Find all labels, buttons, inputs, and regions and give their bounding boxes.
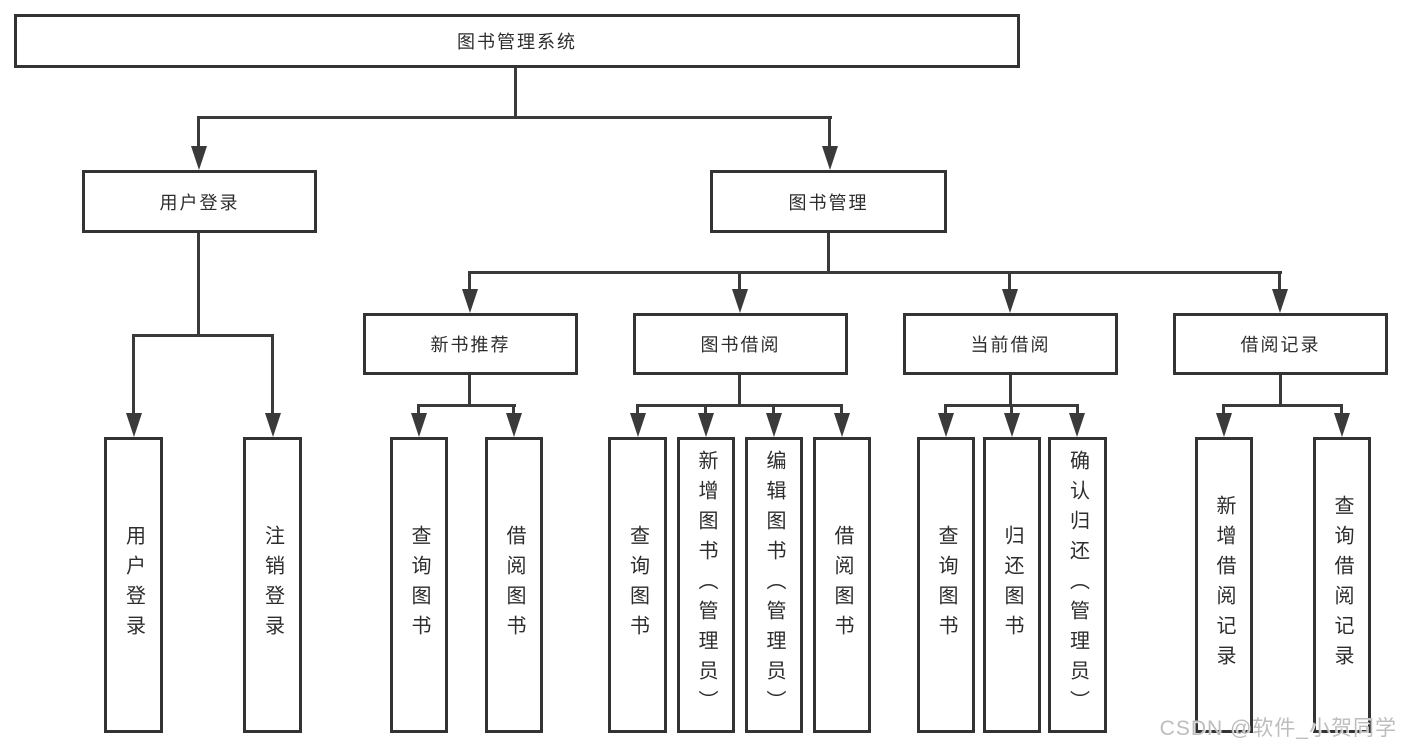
arrow-down-icon (265, 413, 281, 437)
connector-line (1222, 404, 1225, 415)
leaf-add-borrow-record: 新增借阅记录 (1195, 437, 1253, 733)
leaf-label: 查询图书 (408, 525, 430, 645)
connector-line (468, 271, 471, 291)
arrow-down-icon (506, 413, 522, 437)
arrow-down-icon (766, 413, 782, 437)
connector-line (772, 404, 775, 415)
connector-line (468, 271, 1282, 274)
arrow-down-icon (411, 413, 427, 437)
connector-line (417, 404, 516, 407)
leaf-label: 查询图书 (935, 525, 957, 645)
connector-line (828, 116, 831, 147)
node-book-management: 图书管理 (710, 170, 947, 233)
arrow-down-icon (822, 146, 838, 170)
node-label: 当前借阅 (970, 335, 1051, 355)
node-library-management-system: 图书管理系统 (14, 14, 1020, 68)
arrow-down-icon (630, 413, 646, 437)
arrow-down-icon (1272, 289, 1288, 313)
connector-line (514, 68, 517, 118)
arrow-down-icon (938, 413, 954, 437)
leaf-label: 编辑图书（管理员） (763, 450, 785, 720)
arrow-down-icon (1334, 413, 1350, 437)
leaf-label: 查询借阅记录 (1331, 495, 1353, 675)
connector-line (636, 404, 843, 407)
node-label: 图书借阅 (700, 335, 781, 355)
leaf-edit-book-admin: 编辑图书（管理员） (745, 437, 803, 733)
connector-line (132, 334, 135, 414)
connector-line (1340, 404, 1343, 415)
connector-line (738, 271, 741, 291)
node-current-borrowing: 当前借阅 (903, 313, 1118, 375)
node-borrow-records: 借阅记录 (1173, 313, 1388, 375)
connector-line (271, 334, 274, 414)
connector-line (512, 404, 515, 415)
arrow-down-icon (191, 146, 207, 170)
watermark: CSDN @软件_小贺同学 (1159, 717, 1397, 740)
leaf-query-books: 查询图书 (608, 437, 667, 733)
connector-line (468, 375, 471, 406)
arrow-down-icon (1216, 413, 1232, 437)
leaf-query-borrow-record: 查询借阅记录 (1313, 437, 1371, 733)
connector-line (636, 404, 639, 415)
connector-line (197, 116, 200, 147)
node-user-login: 用户登录 (82, 170, 317, 233)
connector-line (417, 404, 420, 415)
connector-line (1008, 271, 1011, 291)
leaf-label: 用户登录 (122, 525, 145, 645)
leaf-user-login: 用户登录 (104, 437, 163, 733)
arrow-down-icon (462, 289, 478, 313)
leaf-label: 新增图书（管理员） (695, 450, 717, 720)
connector-line (827, 233, 830, 273)
leaf-add-book-admin: 新增图书（管理员） (677, 437, 735, 733)
connector-line (840, 404, 843, 415)
arrow-down-icon (1002, 289, 1018, 313)
arrow-down-icon (1069, 413, 1085, 437)
connector-line (704, 404, 707, 415)
leaf-query-books: 查询图书 (390, 437, 448, 733)
connector-line (944, 404, 947, 415)
connector-line (1009, 375, 1012, 406)
node-book-borrowing: 图书借阅 (633, 313, 848, 375)
connector-line (197, 116, 832, 119)
connector-line (1222, 404, 1343, 407)
leaf-borrow-books: 借阅图书 (485, 437, 543, 733)
leaf-borrow-books: 借阅图书 (813, 437, 871, 733)
leaf-label: 借阅图书 (503, 525, 525, 645)
connector-line (132, 334, 274, 337)
node-label: 图书管理 (788, 192, 869, 213)
leaf-return-books: 归还图书 (983, 437, 1041, 733)
arrow-down-icon (1004, 413, 1020, 437)
arrow-down-icon (126, 413, 142, 437)
node-label: 用户登录 (159, 192, 240, 213)
leaf-label: 新增借阅记录 (1213, 495, 1235, 675)
arrow-down-icon (834, 413, 850, 437)
leaf-query-books: 查询图书 (917, 437, 975, 733)
connector-line (197, 233, 200, 336)
connector-line (738, 375, 741, 406)
node-label: 图书管理系统 (457, 32, 577, 52)
arrow-down-icon (698, 413, 714, 437)
connector-line (1278, 271, 1281, 291)
node-new-book-recommend: 新书推荐 (363, 313, 578, 375)
leaf-label: 借阅图书 (831, 525, 853, 645)
leaf-label: 查询图书 (626, 525, 649, 645)
connector-line (1010, 404, 1013, 415)
connector-line (1279, 375, 1282, 406)
connector-line (1076, 404, 1079, 415)
leaf-label: 确认归还（管理员） (1066, 450, 1089, 720)
leaf-label: 归还图书 (1001, 525, 1023, 645)
arrow-down-icon (732, 289, 748, 313)
leaf-label: 注销登录 (261, 525, 284, 645)
node-label: 借阅记录 (1240, 335, 1321, 355)
node-label: 新书推荐 (430, 335, 511, 355)
leaf-confirm-return-admin: 确认归还（管理员） (1048, 437, 1107, 733)
leaf-logout: 注销登录 (243, 437, 302, 733)
